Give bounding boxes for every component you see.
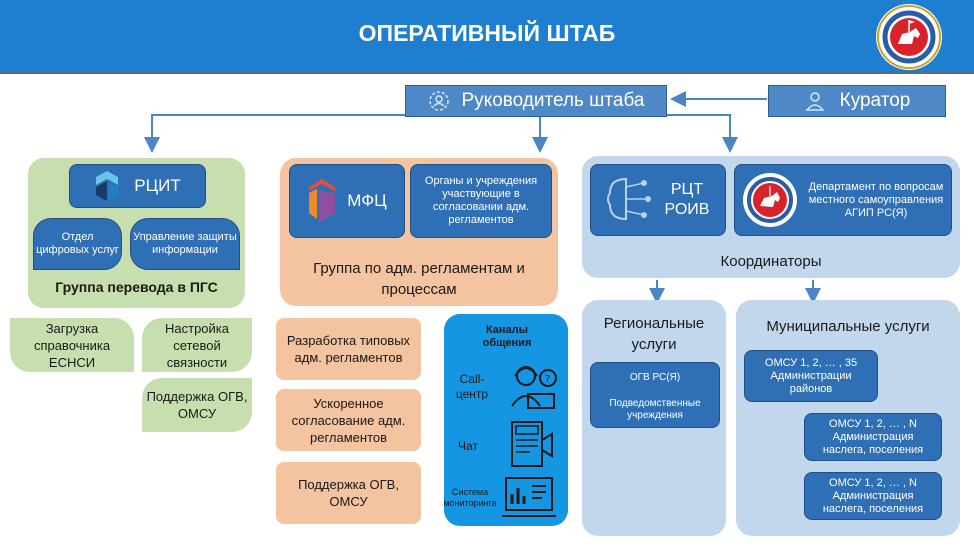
- channels-title: Каналы общения: [482, 324, 532, 349]
- monitoring-dashboard-icon: [502, 477, 556, 517]
- emblem-icon: [876, 4, 942, 70]
- rcit-caption: Группа перевода в ПГС: [55, 279, 218, 295]
- task-network: Настройка сетевой связности: [142, 318, 252, 372]
- task-support-mfc: Поддержка ОГВ, ОМСУ: [276, 462, 421, 524]
- news-icon: [511, 421, 553, 467]
- task-develop-regulations: Разработка типовых адм. регламентов: [276, 318, 421, 380]
- mfc-logo-icon: [309, 179, 336, 223]
- agencies-box: Органы и учреждения участвующие в соглас…: [410, 164, 552, 238]
- coat-of-arms-icon: [743, 173, 797, 227]
- regional-subordinate: Подведомственные учреждения: [609, 398, 701, 421]
- svg-text:?: ?: [545, 374, 550, 385]
- omsu-settlement-box-2: ОМСУ 1, 2, … , N Администрация наслега, …: [804, 472, 942, 520]
- mfc-caption: Группа по адм. регламентам и процессам: [313, 260, 525, 298]
- mfc-box: МФЦ: [289, 164, 405, 238]
- curator-box: Куратор: [768, 85, 946, 117]
- dept-digital-services: Отдел цифровых услуг: [33, 218, 122, 270]
- omsu-settlement-box-1: ОМСУ 1, 2, … , N Администрация наслега, …: [804, 413, 942, 461]
- municipal-services-title: Муниципальные услуги: [766, 318, 930, 335]
- rcit-box: РЦИТ: [69, 164, 206, 208]
- rcit-logo-icon: [96, 171, 119, 201]
- task-support-rcit: Поддержка ОГВ, ОМСУ: [142, 378, 252, 432]
- head-of-staff-box: Руководитель штаба: [405, 85, 667, 117]
- curator-label: Куратор: [839, 90, 911, 111]
- dept-info-security: Управление защиты информации: [130, 218, 240, 270]
- task-fast-approval: Ускоренное согласование адм. регламентов: [276, 389, 421, 451]
- person-icon: [805, 92, 825, 111]
- gear-person-icon: [428, 91, 449, 111]
- rcto-label: РЦТ РОИВ: [664, 181, 710, 218]
- brain-network-icon: [607, 177, 651, 221]
- rcto-box: РЦТ РОИВ: [590, 164, 726, 236]
- head-of-staff-label: Руководитель штаба: [461, 90, 645, 111]
- channel-chat: Чат: [458, 439, 478, 453]
- regional-box: [590, 362, 720, 428]
- mfc-label: МФЦ: [347, 191, 387, 210]
- page-title: ОПЕРАТИВНЫЙ ШТАБ: [358, 20, 616, 46]
- header-banner: [0, 0, 974, 74]
- regional-services-title: Региональные услуги: [603, 315, 705, 353]
- channel-call-center: Call-центр: [455, 372, 489, 401]
- regional-ogv: ОГВ РС(Я): [629, 372, 681, 383]
- coordinators-caption: Координаторы: [720, 253, 822, 270]
- headset-operator-icon: ?: [511, 366, 557, 409]
- task-esnsi: Загрузка справочника ЕСНСИ: [10, 318, 134, 372]
- rcit-label: РЦИТ: [134, 176, 181, 195]
- channel-monitoring: Система мониторинга: [443, 487, 497, 508]
- dept-local-gov-label: Департамент по вопросам местного самоупр…: [808, 180, 944, 219]
- omsu-districts-box: ОМСУ 1, 2, … , 35 Администрации районов: [744, 350, 878, 402]
